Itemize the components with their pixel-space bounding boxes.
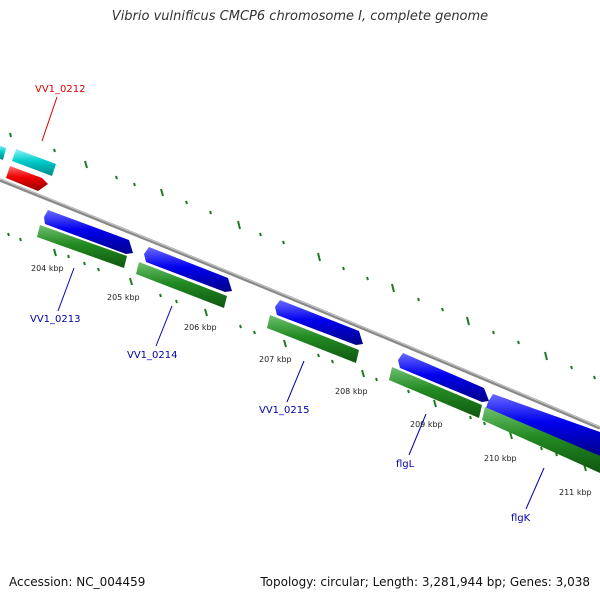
leader-flgl: [408, 413, 427, 456]
gene-vv1-0213-forward[interactable]: [44, 210, 133, 254]
scale-label-207: 207 kbp: [259, 355, 292, 364]
gene-flgl-reverse[interactable]: [389, 367, 482, 418]
scale-label-206: 206 kbp: [184, 323, 217, 332]
label-vv1-0212[interactable]: VV1_0212: [35, 84, 86, 95]
label-vv1-0213[interactable]: VV1_0213: [30, 314, 81, 325]
label-flgl[interactable]: flgL: [396, 459, 415, 470]
gene-vv1-0213-reverse[interactable]: [37, 225, 127, 268]
leader-vv1-0214: [155, 305, 173, 347]
leader-vv1-0212: [41, 96, 58, 142]
leader-vv1-0213: [57, 267, 75, 312]
feature-cyan-vv1-0212[interactable]: [12, 149, 56, 176]
genome-backbone: [0, 178, 600, 430]
inner-tick-row: [7, 232, 587, 472]
genome-summary-text: Topology: circular; Length: 3,281,944 bp…: [260, 575, 590, 589]
gene-vv1-0215-reverse[interactable]: [267, 315, 359, 363]
outer-tick-row: [9, 132, 596, 380]
label-vv1-0215[interactable]: VV1_0215: [259, 405, 310, 416]
scale-label-204: 204 kbp: [31, 264, 64, 273]
gene-vv1-0215-forward[interactable]: [275, 300, 363, 345]
gene-vv1-0214-reverse[interactable]: [136, 262, 227, 308]
scale-label-210: 210 kbp: [484, 454, 517, 463]
genome-backbone-highlight: [0, 178, 600, 428]
label-flgk[interactable]: flgK: [511, 513, 531, 524]
gene-vv1-0212[interactable]: [6, 166, 48, 191]
gene-flgl-forward[interactable]: [398, 353, 489, 402]
gene-vv1-0214-forward[interactable]: [144, 247, 232, 292]
scale-label-208: 208 kbp: [335, 387, 368, 396]
scale-label-211: 211 kbp: [559, 488, 592, 497]
leader-vv1-0215: [286, 360, 305, 403]
leader-flgk: [525, 467, 545, 510]
gene-flgk-forward[interactable]: [485, 394, 600, 456]
gene-flgk-reverse[interactable]: [482, 407, 600, 473]
scale-label-205: 205 kbp: [107, 293, 140, 302]
scale-label-209: 209 kbp: [410, 420, 443, 429]
map-title: Vibrio vulnificus CMCP6 chromosome I, co…: [111, 9, 489, 24]
feature-cyan-partial[interactable]: [0, 145, 6, 160]
accession-text: Accession: NC_004459: [9, 575, 146, 589]
label-vv1-0214[interactable]: VV1_0214: [127, 350, 178, 361]
